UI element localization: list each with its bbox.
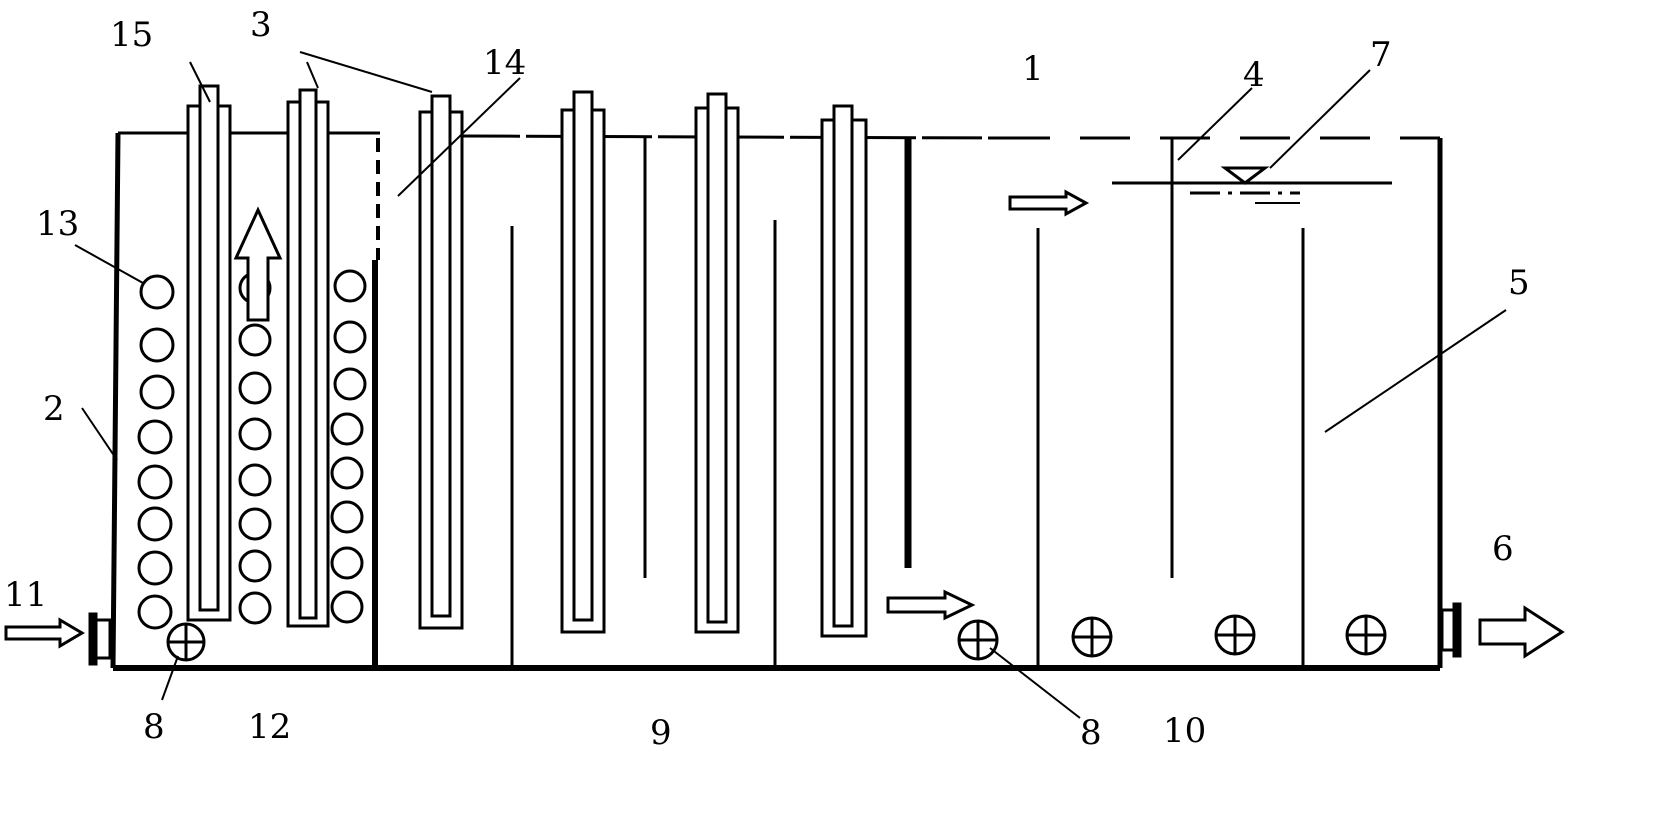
- outlet-arrow-6: [1478, 605, 1565, 659]
- arrow-8: [886, 589, 976, 621]
- electrodes: [186, 84, 868, 638]
- label-12: 12: [248, 707, 291, 747]
- electrode-e: [820, 104, 868, 638]
- label-2: 2: [43, 389, 65, 429]
- aerator-4: [1214, 614, 1256, 656]
- water-level-symbol: [1112, 166, 1392, 204]
- partitions: [372, 138, 1305, 668]
- label-5: 5: [1508, 263, 1530, 303]
- aerator-5: [1345, 614, 1387, 656]
- label-8b: 8: [1080, 713, 1102, 753]
- aerator-2: [957, 619, 999, 661]
- label-4: 4: [1243, 55, 1265, 95]
- label-3: 3: [250, 5, 272, 45]
- reference-labels: 15 3 14 1 4 7 5 6 13 2 11 8 12 9 8 10: [4, 5, 1530, 753]
- flow-arrows: [4, 189, 1565, 659]
- inlet-flange: [88, 612, 112, 666]
- label-10: 10: [1163, 711, 1206, 751]
- electrode-c: [560, 90, 606, 634]
- aerator-1: [166, 622, 206, 662]
- label-1: 1: [1022, 49, 1044, 89]
- outlet-flange: [1440, 602, 1462, 658]
- electrode-15: [186, 84, 232, 622]
- inlet-arrow-11: [4, 617, 85, 649]
- up-arrow: [233, 206, 283, 322]
- label-9: 9: [650, 713, 672, 753]
- electrode-d: [694, 92, 740, 634]
- leader-lines: [74, 51, 1507, 719]
- electrode-b: [418, 94, 464, 630]
- electrode-a: [286, 88, 330, 628]
- label-15: 15: [110, 15, 153, 55]
- label-6: 6: [1492, 529, 1514, 569]
- label-13: 13: [36, 204, 79, 244]
- label-14: 14: [483, 43, 526, 83]
- arrow-1: [1008, 189, 1090, 217]
- label-11: 11: [4, 575, 47, 615]
- aerator-3: [1071, 616, 1113, 658]
- label-7: 7: [1370, 35, 1392, 75]
- label-8a: 8: [143, 707, 165, 747]
- aerators: [166, 614, 1387, 662]
- packing-balls: [137, 269, 367, 630]
